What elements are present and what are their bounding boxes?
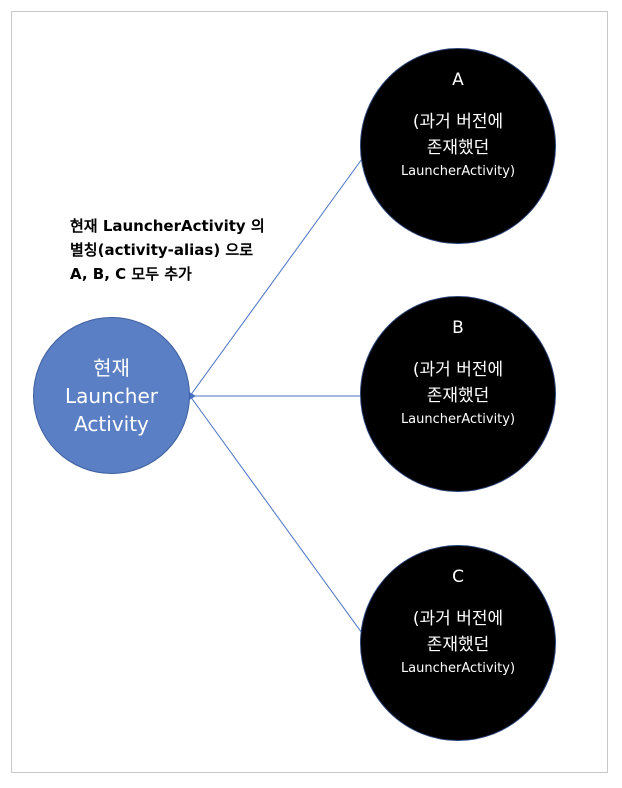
current-launcher-activity-node: 현재 Launcher Activity — [33, 317, 190, 474]
alias-caption: 현재 LauncherActivity 의 별칭(activity-alias)… — [70, 214, 300, 286]
caption-line-3: A, B, C 모두 추가 — [70, 265, 192, 283]
alias-node-letter: C — [452, 567, 464, 587]
alias-node-line-2: 존재했던 — [426, 138, 490, 158]
current-node-line-3: Activity — [74, 411, 149, 436]
caption-line-1: 현재 LauncherActivity 의 — [70, 217, 265, 235]
connector-to-c — [189, 395, 368, 641]
alias-node-line-1: (과거 버전에 — [412, 112, 504, 132]
alias-node-a: A (과거 버전에 존재했던 LauncherActivity) — [360, 48, 556, 244]
alias-node-line-1: (과거 버전에 — [412, 609, 504, 629]
alias-node-b: B (과거 버전에 존재했던 LauncherActivity) — [360, 296, 556, 492]
current-node-line-1: 현재 — [93, 355, 130, 380]
alias-node-line-3: LauncherActivity) — [400, 661, 516, 676]
current-node-line-2: Launcher — [65, 383, 158, 408]
alias-node-c: C (과거 버전에 존재했던 LauncherActivity) — [360, 545, 556, 741]
alias-node-line-3: LauncherActivity) — [400, 164, 516, 179]
alias-node-line-1: (과거 버전에 — [412, 360, 504, 380]
alias-node-line-2: 존재했던 — [426, 386, 490, 406]
alias-node-line-2: 존재했던 — [426, 635, 490, 655]
alias-node-line-3: LauncherActivity) — [400, 412, 516, 427]
alias-node-letter: B — [452, 318, 464, 338]
caption-line-2: 별칭(activity-alias) 으로 — [70, 241, 254, 259]
connector-to-a — [189, 151, 368, 397]
alias-node-letter: A — [452, 70, 464, 90]
